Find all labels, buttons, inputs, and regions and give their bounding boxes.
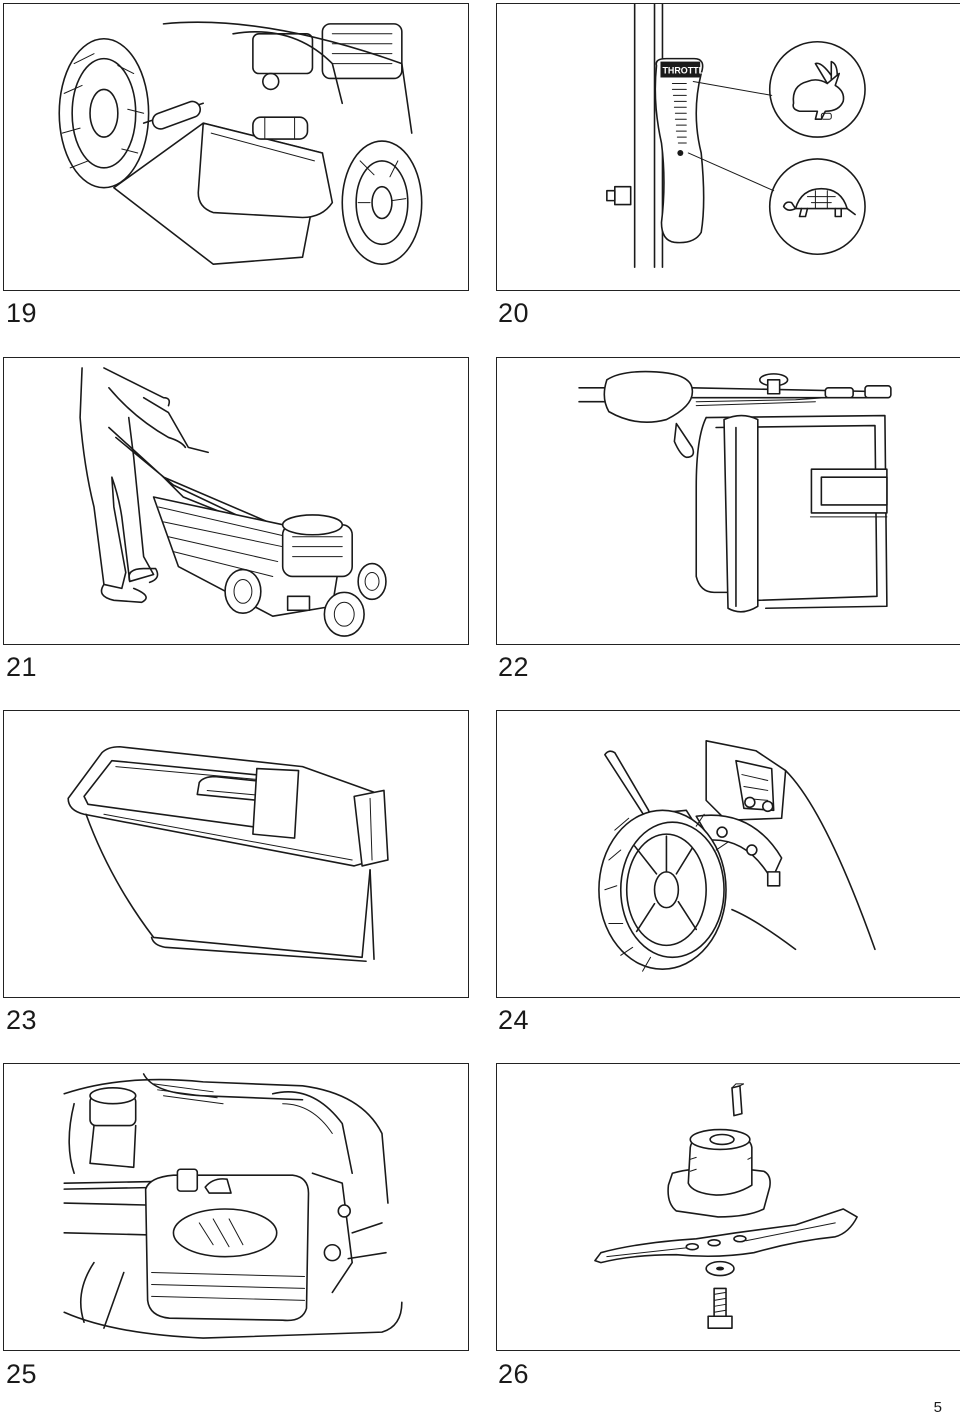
figure-number: 20	[498, 298, 530, 328]
engine-fuel-tank-drawing	[63, 1073, 403, 1339]
rabbit-icon	[768, 40, 866, 138]
figure-number: 22	[498, 652, 530, 682]
page-number: 5	[933, 1399, 942, 1416]
figure-number: 23	[6, 1005, 38, 1035]
figure-19-illustration	[3, 3, 469, 291]
figure-number: 24	[498, 1005, 530, 1035]
figure-26-illustration	[496, 1063, 960, 1351]
figure-23-illustration	[3, 710, 469, 998]
figure-21-illustration	[3, 357, 469, 645]
figure-25-illustration	[3, 1063, 469, 1351]
handle-controls-and-bag-drawing	[578, 370, 892, 613]
grass-catcher-drawing	[67, 745, 389, 963]
figure-number: 25	[6, 1359, 38, 1389]
figure-number: 19	[6, 298, 38, 328]
figure-24-illustration	[496, 710, 960, 998]
figure-22-illustration	[496, 357, 960, 645]
figure-number: 21	[6, 652, 38, 682]
blade-assembly-drawing	[594, 1083, 858, 1329]
operator-pushing-mower-drawing	[79, 367, 387, 637]
grass-bag-removal-drawing	[58, 21, 423, 265]
height-adjust-wheel-drawing	[598, 739, 876, 972]
turtle-icon	[768, 158, 866, 256]
throttle-label: THROTTLE	[662, 66, 710, 76]
throttle-control-drawing: THROTTLE	[606, 4, 866, 268]
figure-20-illustration: THROTTLE	[496, 3, 960, 291]
figure-number: 26	[498, 1359, 530, 1389]
